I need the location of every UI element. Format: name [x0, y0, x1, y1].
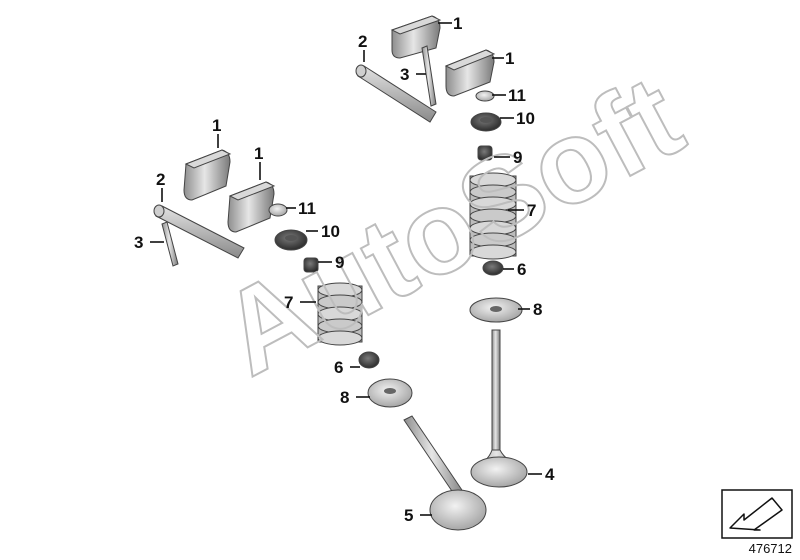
watermark: AutoSoft: [199, 50, 703, 402]
valve-lower: [403, 415, 487, 531]
callout-8-upper: 8: [533, 300, 542, 319]
orientation-arrow-icon: [721, 489, 793, 539]
svg-text:AutoSoft: AutoSoft: [200, 51, 702, 401]
spring-retainer-upper: [470, 112, 502, 132]
spring-retainer-lower: [274, 229, 308, 251]
valve-spring-lower: [317, 282, 363, 346]
callout-11-lower: 11: [298, 199, 316, 218]
pin-upper: [421, 45, 437, 107]
callout-6-lower: 6: [334, 358, 343, 377]
pin-lower: [161, 221, 179, 267]
callout-9-lower: 9: [335, 253, 344, 272]
valve-cap-lower: [268, 203, 288, 217]
drawing-number: 476712: [748, 541, 792, 556]
callout-7-lower: 7: [284, 293, 293, 312]
callout-1-lower-left: 1: [212, 116, 221, 135]
valve-spring-upper: [469, 172, 517, 260]
callout-1-upper: 1: [505, 49, 514, 68]
spring-seat-upper: [469, 297, 523, 323]
callout-9-upper: 9: [513, 148, 522, 167]
rocker-arm-lower-2: [227, 181, 276, 233]
valve-collet-upper: [477, 145, 493, 161]
callout-labels: 1 1 2 3 11 10 9 7 6 8 4 1 1 2 3 11 10 9 …: [134, 14, 555, 525]
callout-2-lower: 2: [156, 170, 165, 189]
valve-cap-upper: [475, 90, 495, 102]
callout-1-top: 1: [453, 14, 462, 33]
callout-4: 4: [545, 465, 555, 484]
callout-3-lower: 3: [134, 233, 143, 252]
rocker-shaft-upper: [355, 64, 437, 123]
callout-1-lower-right: 1: [254, 144, 263, 163]
rocker-arm-upper-1: [390, 15, 442, 59]
valve-stem-seal-upper: [482, 260, 504, 276]
callout-7-upper: 7: [527, 201, 536, 220]
valve-stem-seal-lower: [358, 351, 380, 369]
rocker-arm-lower-1: [183, 149, 232, 201]
callout-2-upper: 2: [358, 32, 367, 51]
rocker-shaft-lower: [153, 204, 245, 259]
callout-10-lower: 10: [321, 222, 340, 241]
valve-collet-lower: [303, 257, 319, 273]
callout-3-upper: 3: [400, 65, 409, 84]
callout-5: 5: [404, 506, 413, 525]
rocker-arm-upper-2: [444, 49, 496, 97]
callout-6-upper: 6: [517, 260, 526, 279]
valve-upper: [470, 329, 528, 488]
callout-11-upper: 11: [508, 86, 526, 105]
spring-seat-lower: [367, 378, 413, 408]
callout-10-upper: 10: [516, 109, 535, 128]
callout-8-lower: 8: [340, 388, 349, 407]
leader-lines: [150, 22, 542, 516]
